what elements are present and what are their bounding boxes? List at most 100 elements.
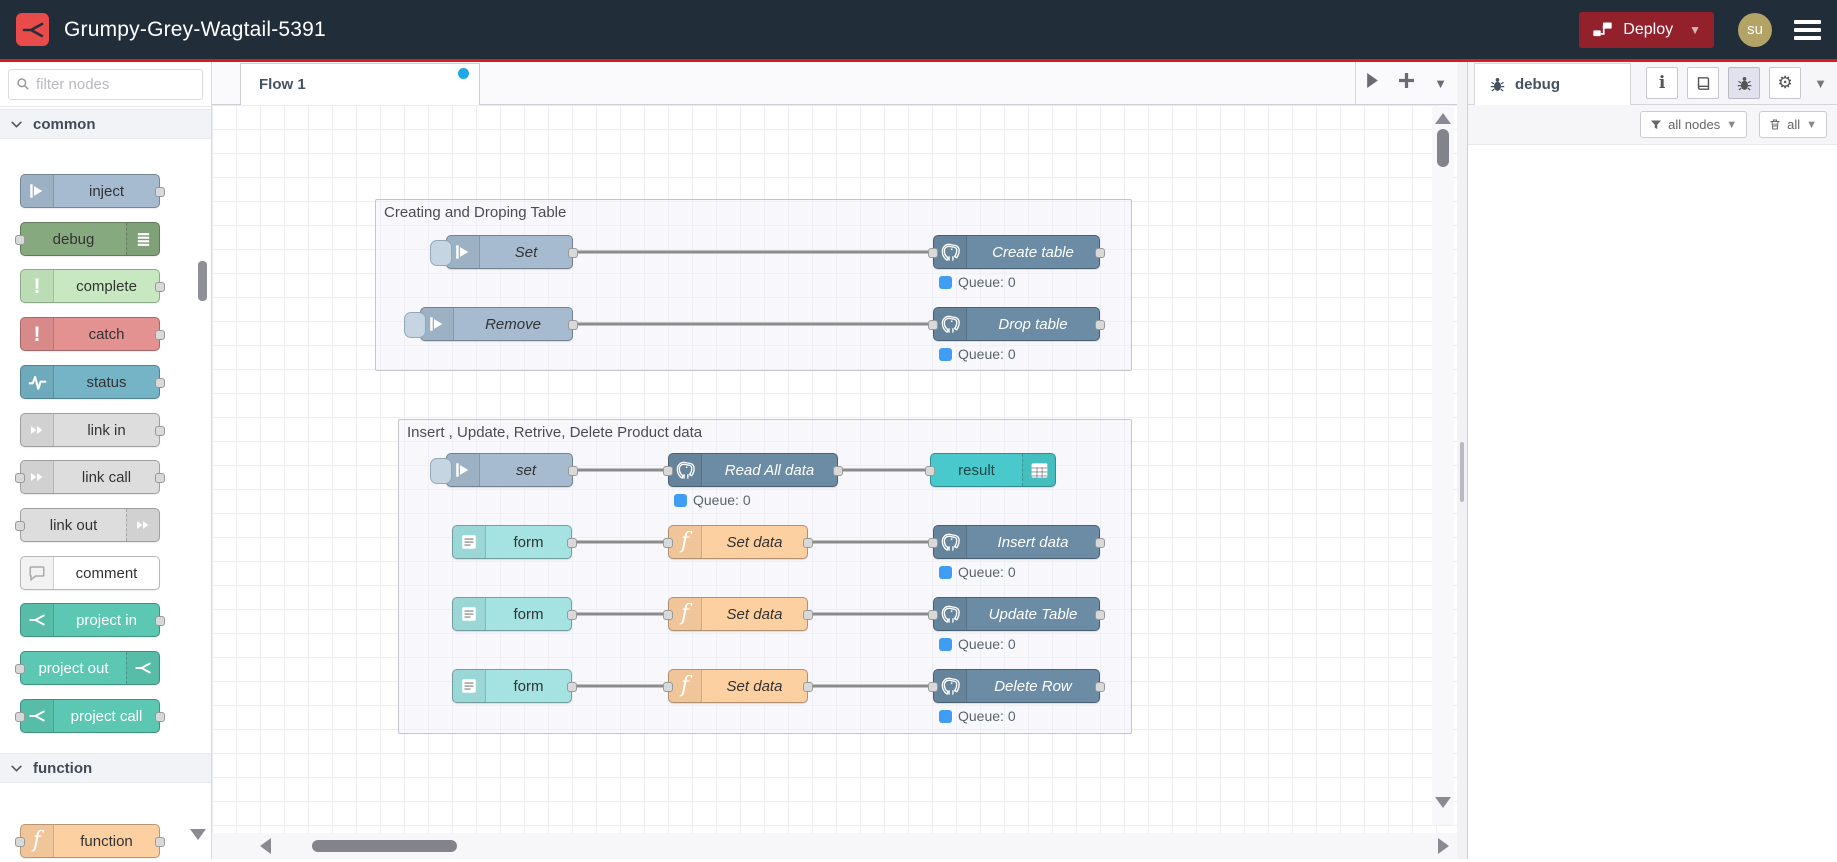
tab-flow-1[interactable]: Flow 1 — [240, 63, 480, 105]
node-input-port[interactable] — [663, 538, 673, 548]
deploy-options-caret-icon[interactable]: ▼ — [1689, 22, 1701, 37]
panel-resize-separator[interactable] — [1457, 62, 1467, 859]
palette-node-link-call[interactable]: link call — [15, 460, 165, 494]
node-input-port[interactable] — [928, 538, 938, 548]
flow-node-form[interactable]: form — [452, 597, 577, 631]
flow-node-result[interactable]: result — [925, 453, 1056, 487]
canvas-hscroll-track[interactable] — [212, 833, 1457, 859]
node-input-port[interactable] — [663, 682, 673, 692]
search-box[interactable] — [8, 68, 203, 100]
node-output-port[interactable] — [567, 538, 577, 548]
flow-node-create-table[interactable]: Create table — [928, 235, 1105, 269]
node-input-port[interactable] — [663, 610, 673, 620]
node-output-port[interactable] — [1095, 682, 1105, 692]
palette-node-comment[interactable]: comment — [20, 556, 160, 590]
node-input-port[interactable] — [15, 712, 25, 722]
node-output-port[interactable] — [567, 610, 577, 620]
debug-clear-button[interactable]: all ▼ — [1759, 111, 1827, 138]
node-output-port[interactable] — [155, 426, 165, 436]
user-avatar[interactable]: su — [1738, 12, 1772, 47]
node-input-port[interactable] — [15, 473, 25, 483]
palette-node-project-call[interactable]: project call — [15, 699, 165, 733]
deploy-button[interactable]: Deploy ▼ — [1579, 11, 1714, 48]
node-input-port[interactable] — [15, 521, 25, 531]
debug-tab-button[interactable] — [1728, 67, 1761, 99]
palette-node-link-in[interactable]: link in — [20, 413, 165, 447]
flow-node-remove[interactable]: Remove — [404, 307, 578, 341]
palette-scrollbar-thumb[interactable] — [198, 261, 207, 301]
node-output-port[interactable] — [155, 187, 165, 197]
tab-scroll-right-icon[interactable] — [1366, 73, 1379, 93]
flow-node-read-all-data[interactable]: Read All data — [663, 453, 843, 487]
node-output-port[interactable] — [1095, 320, 1105, 330]
node-input-port[interactable] — [15, 664, 25, 674]
canvas-vscroll-track[interactable] — [1432, 107, 1454, 825]
separator-drag-handle[interactable] — [1460, 442, 1464, 502]
canvas-scroll-down-arrow[interactable] — [1435, 797, 1451, 808]
flow-node-set[interactable]: Set — [430, 235, 578, 269]
help-tab-button[interactable] — [1687, 67, 1720, 99]
debug-filter-button[interactable]: all nodes ▼ — [1640, 111, 1748, 138]
flow-node-set[interactable]: set — [430, 453, 578, 487]
node-input-port[interactable] — [15, 235, 25, 245]
node-output-port[interactable] — [1095, 248, 1105, 258]
palette-node-catch[interactable]: !catch — [20, 317, 165, 351]
palette-node-debug[interactable]: debug — [15, 222, 160, 256]
canvas-scroll-left-arrow[interactable] — [260, 838, 271, 854]
flow-node-delete-row[interactable]: Delete Row — [928, 669, 1105, 703]
node-input-port[interactable] — [928, 248, 938, 258]
palette-node-complete[interactable]: !complete — [20, 269, 165, 303]
inject-button[interactable] — [404, 312, 426, 338]
node-output-port[interactable] — [155, 712, 165, 722]
flow-node-form[interactable]: form — [452, 525, 577, 559]
canvas-vscroll-thumb[interactable] — [1437, 129, 1449, 167]
node-output-port[interactable] — [567, 682, 577, 692]
palette-node-status[interactable]: status — [20, 365, 165, 399]
palette-node-project-out[interactable]: project out — [15, 651, 160, 685]
node-output-port[interactable] — [833, 466, 843, 476]
canvas-hscroll-thumb[interactable] — [312, 840, 457, 852]
node-output-port[interactable] — [155, 473, 165, 483]
info-tab-button[interactable]: i — [1646, 67, 1679, 99]
flow-list-caret-icon[interactable]: ▼ — [1434, 75, 1447, 91]
node-output-port[interactable] — [803, 610, 813, 620]
palette-node-inject[interactable]: inject — [20, 174, 165, 208]
palette-category-function[interactable]: function — [0, 753, 211, 783]
node-input-port[interactable] — [663, 466, 673, 476]
node-output-port[interactable] — [568, 320, 578, 330]
palette-node-link-out[interactable]: link out — [15, 508, 160, 542]
canvas-scroll-up-arrow[interactable] — [1435, 113, 1451, 124]
node-input-port[interactable] — [928, 610, 938, 620]
palette-category-common[interactable]: common — [0, 109, 211, 139]
flow-node-update-table[interactable]: Update Table — [928, 597, 1105, 631]
node-input-port[interactable] — [928, 682, 938, 692]
node-input-port[interactable] — [928, 320, 938, 330]
palette-node-project-in[interactable]: project in — [20, 603, 165, 637]
palette-scroll-down-arrow[interactable] — [190, 829, 206, 840]
node-input-port[interactable] — [15, 837, 25, 847]
tab-debug[interactable]: debug — [1474, 63, 1631, 105]
inject-button[interactable] — [430, 240, 452, 266]
node-output-port[interactable] — [155, 378, 165, 388]
flow-group[interactable]: Creating and Droping Table — [375, 199, 1132, 371]
canvas-scroll-right-arrow[interactable] — [1438, 838, 1449, 854]
node-output-port[interactable] — [1095, 610, 1105, 620]
node-output-port[interactable] — [155, 837, 165, 847]
sidebar-options-caret-icon[interactable]: ▼ — [1814, 75, 1827, 91]
config-nodes-tab-button[interactable]: ⚙ — [1769, 67, 1802, 99]
node-input-port[interactable] — [925, 466, 935, 476]
node-output-port[interactable] — [1095, 538, 1105, 548]
flow-node-drop-table[interactable]: Drop table — [928, 307, 1105, 341]
add-flow-button[interactable] — [1399, 73, 1415, 93]
node-output-port[interactable] — [803, 538, 813, 548]
node-output-port[interactable] — [803, 682, 813, 692]
node-output-port[interactable] — [155, 330, 165, 340]
node-output-port[interactable] — [155, 616, 165, 626]
node-output-port[interactable] — [568, 248, 578, 258]
flow-node-insert-data[interactable]: Insert data — [928, 525, 1105, 559]
inject-button[interactable] — [430, 458, 452, 484]
